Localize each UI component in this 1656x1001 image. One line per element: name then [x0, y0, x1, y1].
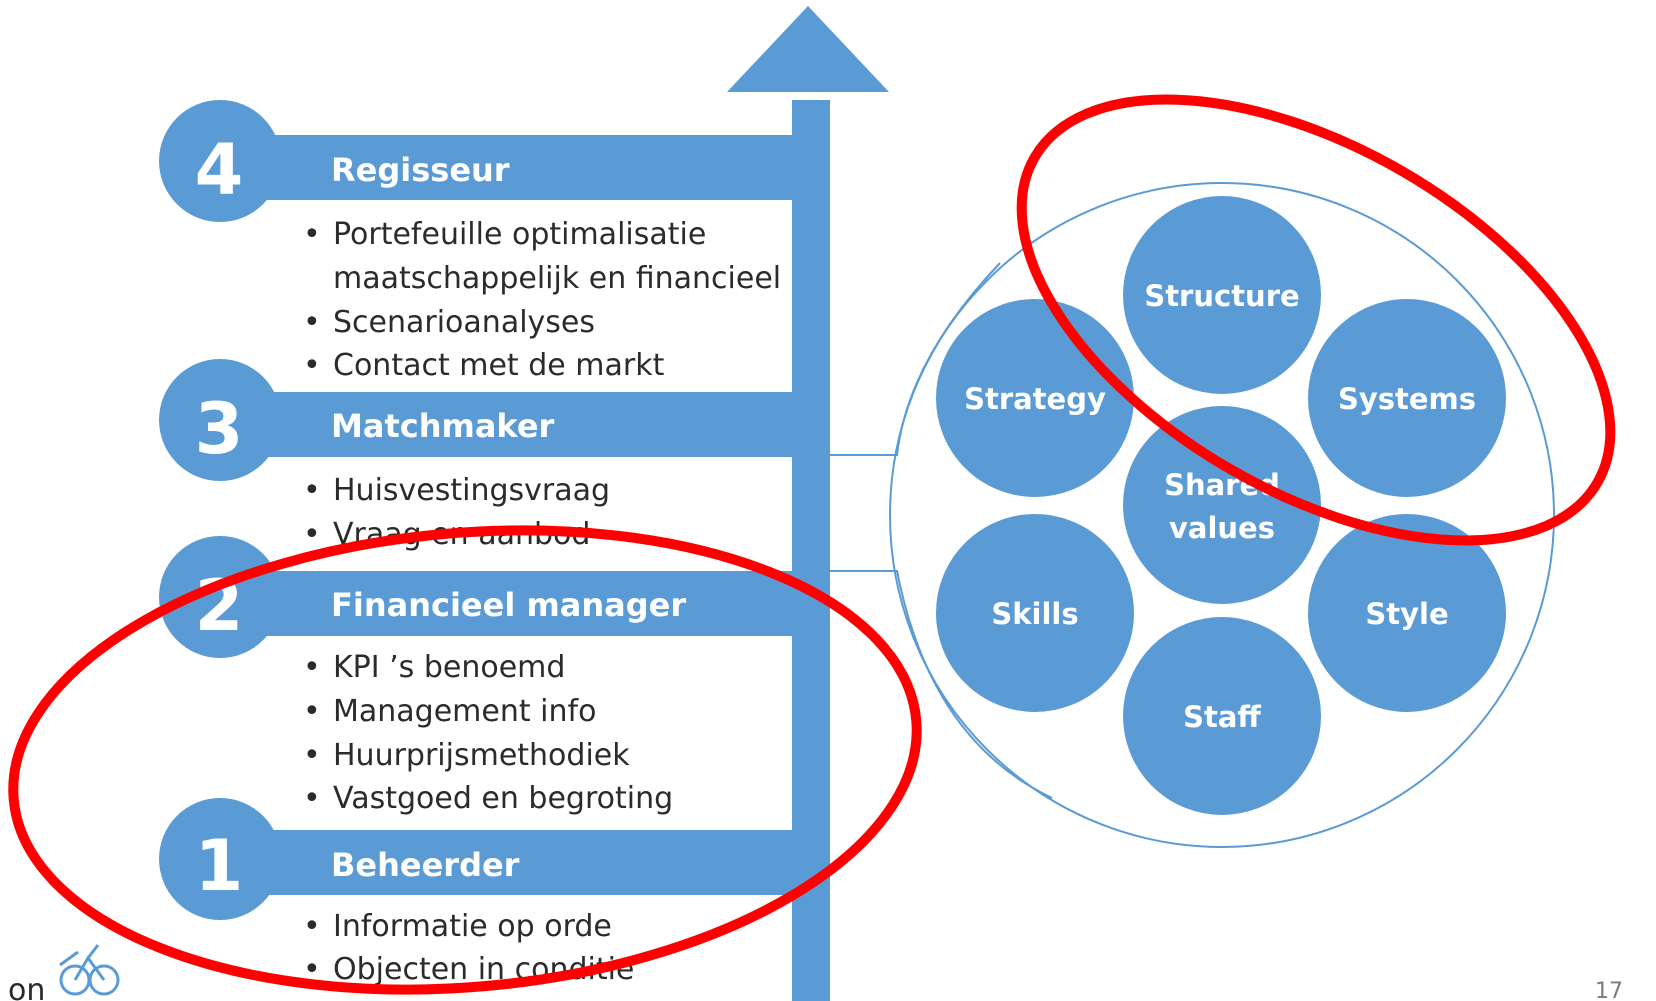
shared-values-circle: [1119, 402, 1325, 608]
bullet-dot: •: [303, 781, 321, 816]
list-item: Huisvestingsvraag: [333, 473, 610, 508]
level-1-number: 1: [195, 825, 244, 907]
list-item: Portefeuille optimalisatie: [333, 217, 706, 252]
level-1: [159, 798, 792, 920]
list-item: Contact met de markt: [333, 348, 665, 383]
list-item: Vastgoed en begroting: [333, 781, 673, 816]
strategy-label: Strategy: [964, 382, 1106, 416]
staff-circle: [1119, 613, 1325, 819]
level-3-title: Matchmaker: [331, 407, 555, 445]
skills-label: Skills: [991, 597, 1078, 631]
level-1-title: Beheerder: [331, 846, 520, 884]
level-2: [159, 536, 792, 658]
bullet-dot: •: [303, 217, 321, 252]
level-2-title: Financieel manager: [331, 586, 686, 624]
highlight-ellipse-right: [1016, 94, 1616, 546]
level-4-number: 4: [195, 129, 244, 211]
seven-s-model: [932, 192, 1510, 819]
bullet-dot: •: [303, 909, 321, 944]
systems-circle: [1304, 295, 1510, 501]
bullet-dot: •: [303, 952, 321, 987]
up-arrow-icon: [727, 6, 889, 1001]
list-item: Informatie op orde: [333, 909, 612, 944]
bullet-dot: •: [303, 650, 321, 685]
staff-label: Staff: [1183, 700, 1261, 734]
bicycle-logo-icon: [59, 944, 120, 996]
list-item: Huurprijsmethodiek: [333, 738, 630, 773]
highlight-ellipse-left: [8, 525, 922, 995]
bullet-dot: •: [303, 473, 321, 508]
level-3-number: 3: [195, 388, 244, 470]
logo-text: on: [8, 973, 45, 1001]
shared-values-label-line2: values: [1169, 511, 1275, 545]
systems-label: Systems: [1338, 382, 1476, 416]
structure-label: Structure: [1144, 279, 1299, 313]
style-circle: [1304, 510, 1510, 716]
level-4: [159, 100, 792, 222]
bullet-dot: •: [303, 305, 321, 340]
level-4-title: Regisseur: [331, 151, 510, 189]
bullet-dot: •: [303, 738, 321, 773]
list-item: Scenarioanalyses: [333, 305, 595, 340]
level-3: [159, 359, 792, 481]
list-item: maatschappelijk en financieel: [333, 261, 781, 296]
seven-s-outline: [889, 182, 1555, 848]
bullet-dot: •: [303, 348, 321, 383]
list-item: Management info: [333, 694, 596, 729]
bullet-dot: •: [303, 517, 321, 552]
structure-circle: [1119, 192, 1325, 398]
list-item: KPI ’s benoemd: [333, 650, 565, 685]
page-number: 17: [1595, 979, 1623, 1001]
bullet-dot: •: [303, 694, 321, 729]
skills-circle: [932, 510, 1138, 716]
style-label: Style: [1365, 597, 1448, 631]
